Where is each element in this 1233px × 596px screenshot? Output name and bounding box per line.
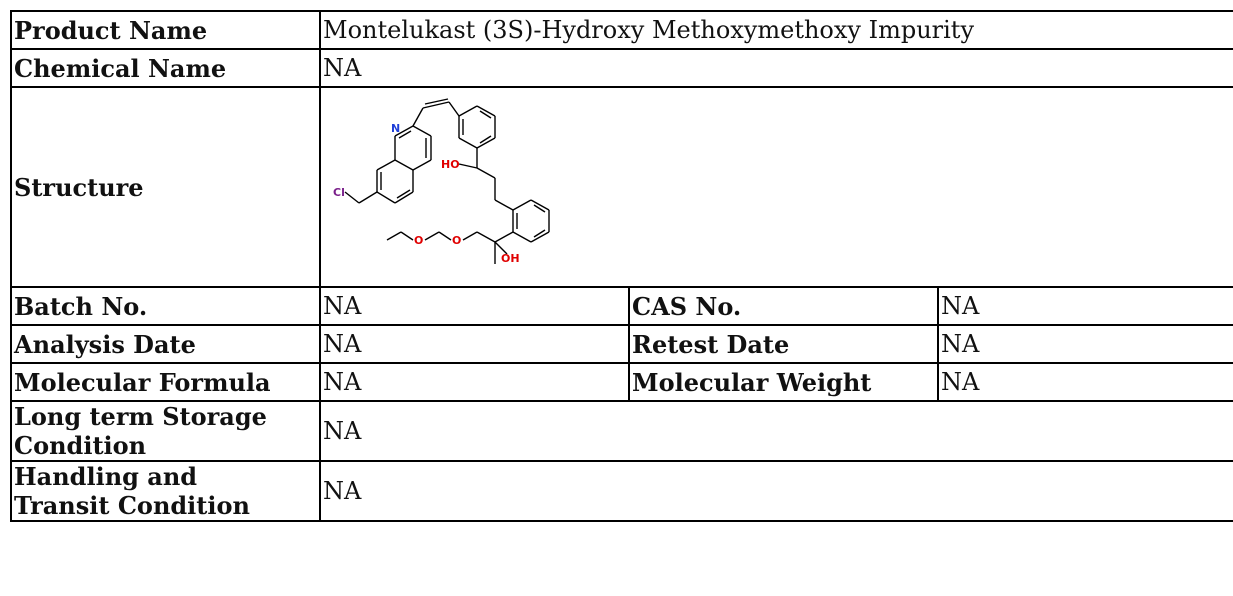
molecular-formula-value: NA — [319, 362, 630, 402]
retest-date-value: NA — [936, 324, 1233, 364]
long-term-storage-label-line1: Long term Storage — [14, 402, 267, 431]
molecular-weight-label: Molecular Weight — [628, 362, 939, 402]
structure-cell: N Cl HO OH O O — [318, 86, 1233, 288]
ether-oxygen-label-1: O — [452, 234, 461, 247]
hydroxyl-atom-label-1: HO — [441, 158, 460, 171]
cas-no-label: CAS No. — [628, 286, 939, 326]
molecular-formula-label: Molecular Formula — [10, 362, 321, 402]
analysis-date-label: Analysis Date — [10, 324, 321, 364]
long-term-storage-label-line2: Condition — [14, 431, 147, 460]
product-spec-table: Product Name Montelukast (3S)-Hydroxy Me… — [10, 10, 1233, 522]
handling-transit-value: NA — [318, 460, 1233, 522]
long-term-storage-value: NA — [318, 400, 1233, 462]
chemical-name-label: Chemical Name — [10, 48, 321, 88]
hydroxyl-atom-label-2: OH — [501, 252, 520, 265]
handling-transit-label-line1: Handling and — [14, 462, 198, 491]
handling-transit-label: Handling and Transit Condition — [10, 460, 321, 522]
structure-label: Structure — [10, 86, 321, 288]
row-chemical-name: Chemical Name NA — [10, 48, 1233, 88]
chemical-structure-image: N Cl HO OH O O — [333, 98, 550, 265]
handling-transit-label-line2: Transit Condition — [14, 491, 250, 520]
long-term-storage-label: Long term Storage Condition — [10, 400, 321, 462]
row-structure: Structure — [10, 86, 1233, 288]
row-product-name: Product Name Montelukast (3S)-Hydroxy Me… — [10, 10, 1233, 50]
row-analysis-retest: Analysis Date NA Retest Date NA — [10, 324, 1233, 364]
row-handling-transit: Handling and Transit Condition NA — [10, 460, 1233, 522]
analysis-date-value: NA — [319, 324, 630, 364]
product-name-value: Montelukast (3S)-Hydroxy Methoxymethoxy … — [318, 10, 1233, 50]
row-formula-weight: Molecular Formula NA Molecular Weight NA — [10, 362, 1233, 402]
chemical-name-value: NA — [318, 48, 1233, 88]
row-batch-cas: Batch No. NA CAS No. NA — [10, 286, 1233, 326]
molecular-weight-value: NA — [936, 362, 1233, 402]
batch-no-value: NA — [319, 286, 630, 326]
cas-no-value: NA — [936, 286, 1233, 326]
nitrogen-atom-label: N — [391, 122, 400, 135]
batch-no-label: Batch No. — [10, 286, 321, 326]
ether-oxygen-label-2: O — [414, 234, 423, 247]
chlorine-atom-label: Cl — [333, 186, 345, 199]
row-long-term-storage: Long term Storage Condition NA — [10, 400, 1233, 462]
product-name-label: Product Name — [10, 10, 321, 50]
retest-date-label: Retest Date — [628, 324, 939, 364]
